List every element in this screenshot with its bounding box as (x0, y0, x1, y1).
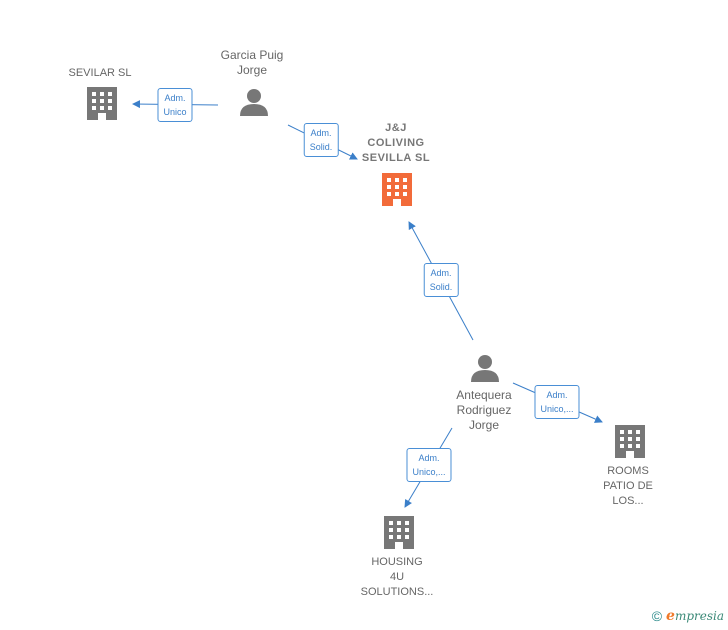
node-label-rooms[interactable]: ROOMS PATIO DE LOS... (603, 465, 653, 507)
edge-label-antequera-housing[interactable]: Adm. Unico,... (406, 448, 452, 482)
node-label-jj-coliving[interactable]: J&J COLIVING SEVILLA SL (361, 122, 431, 164)
edge-label-antequera-jj[interactable]: Adm. Solid. (423, 263, 459, 297)
person-icon[interactable] (240, 89, 268, 116)
node-label-sevilar[interactable]: SEVILAR SL (68, 67, 132, 79)
node-label-antequera[interactable]: Antequera Rodriguez Jorge (456, 388, 512, 432)
brand-logo[interactable]: empresia (666, 608, 724, 624)
building-icon[interactable] (87, 87, 117, 120)
node-label-garcia[interactable]: Garcia Puig Jorge (220, 48, 284, 77)
building-icon[interactable] (384, 516, 414, 549)
edge-label-garcia-sevilar[interactable]: Adm. Unico (157, 88, 193, 122)
copyright-icon: © (651, 608, 663, 624)
person-icon[interactable] (471, 355, 499, 382)
building-icon[interactable] (615, 425, 645, 458)
edge-label-garcia-jj[interactable]: Adm. Solid. (303, 123, 339, 157)
edge-label-antequera-rooms[interactable]: Adm. Unico,... (534, 385, 580, 419)
building-icon-highlighted[interactable] (382, 173, 412, 206)
footer-credit: © empresia (652, 608, 724, 624)
node-label-housing[interactable]: HOUSING 4U SOLUTIONS... (360, 556, 434, 598)
